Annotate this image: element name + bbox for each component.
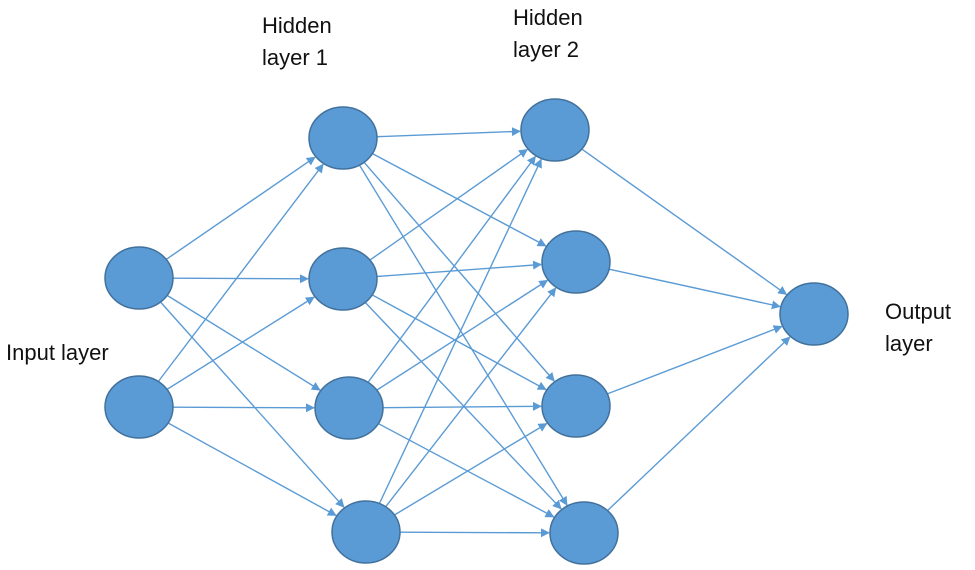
hidden-layer-1-label: Hidden layer 1: [262, 13, 332, 70]
connection-arrow-hidden-2-2-to-output-1: [608, 268, 781, 310]
connection-arrow-hidden-1-4-to-hidden-2-4: [399, 528, 550, 538]
hidden-2-neuron-2: [541, 230, 611, 294]
connection-arrow-input-1-to-hidden-1-1: [165, 156, 316, 260]
connection-arrow-hidden-1-3-to-hidden-2-4: [378, 422, 555, 518]
hidden-1-neuron-3: [314, 376, 384, 440]
connection-arrow-hidden-1-3-to-hidden-2-1: [367, 155, 536, 383]
connection-arrow-hidden-1-1-to-hidden-2-2: [372, 152, 547, 247]
connection-arrow-input-2-to-hidden-1-4: [167, 422, 337, 517]
connection-arrow-hidden-2-3-to-output-1: [607, 325, 783, 395]
hidden-1-neuron-1: [308, 106, 378, 170]
connection-arrow-input-2-to-hidden-1-2: [166, 296, 315, 390]
hidden-1-neuron-4: [331, 500, 401, 564]
connection-arrow-hidden-1-2-to-hidden-2-2: [376, 260, 542, 278]
connection-arrow-hidden-2-4-to-output-1: [607, 336, 791, 512]
connection-arrow-input-1-to-hidden-1-3: [166, 294, 321, 391]
input-neuron-2: [104, 375, 174, 439]
connection-arrow-hidden-2-1-to-output-1: [581, 148, 788, 295]
hidden-layer-2-label: Hidden layer 2: [513, 5, 583, 62]
connection-arrow-hidden-1-4-to-hidden-2-3: [394, 422, 548, 516]
input-neuron-1: [104, 246, 174, 310]
connection-arrow-hidden-1-1-to-hidden-2-3: [363, 161, 555, 382]
connection-arrow-hidden-1-4-to-hidden-2-2: [385, 287, 557, 508]
connection-arrow-hidden-1-3-to-hidden-2-2: [376, 279, 549, 391]
connection-arrow-input-1-to-hidden-1-4: [159, 301, 345, 508]
connection-arrow-input-1-to-hidden-1-2: [172, 274, 309, 284]
connection-arrow-hidden-1-2-to-hidden-2-1: [369, 148, 529, 261]
connection-arrow-hidden-1-2-to-hidden-2-3: [371, 294, 547, 391]
connection-arrow-hidden-1-2-to-hidden-2-4: [364, 301, 562, 510]
connection-arrow-hidden-1-1-to-hidden-2-1: [376, 127, 521, 138]
connection-arrow-input-2-to-hidden-1-3: [172, 403, 315, 413]
input-layer-label: Input layer: [6, 340, 109, 365]
output-layer-label: Output layer: [885, 299, 952, 356]
neurons: [104, 98, 849, 565]
hidden-2-neuron-4: [549, 501, 619, 565]
hidden-2-neuron-1: [520, 98, 590, 162]
hidden-2-neuron-3: [541, 374, 611, 438]
connection-arrow-input-2-to-hidden-1-1: [157, 163, 324, 382]
connection-arrow-hidden-1-3-to-hidden-2-3: [382, 401, 542, 411]
connections: [157, 127, 791, 538]
output-neuron-1: [779, 282, 849, 346]
connection-arrow-hidden-1-4-to-hidden-2-1: [378, 158, 542, 504]
hidden-1-neuron-2: [308, 247, 378, 311]
